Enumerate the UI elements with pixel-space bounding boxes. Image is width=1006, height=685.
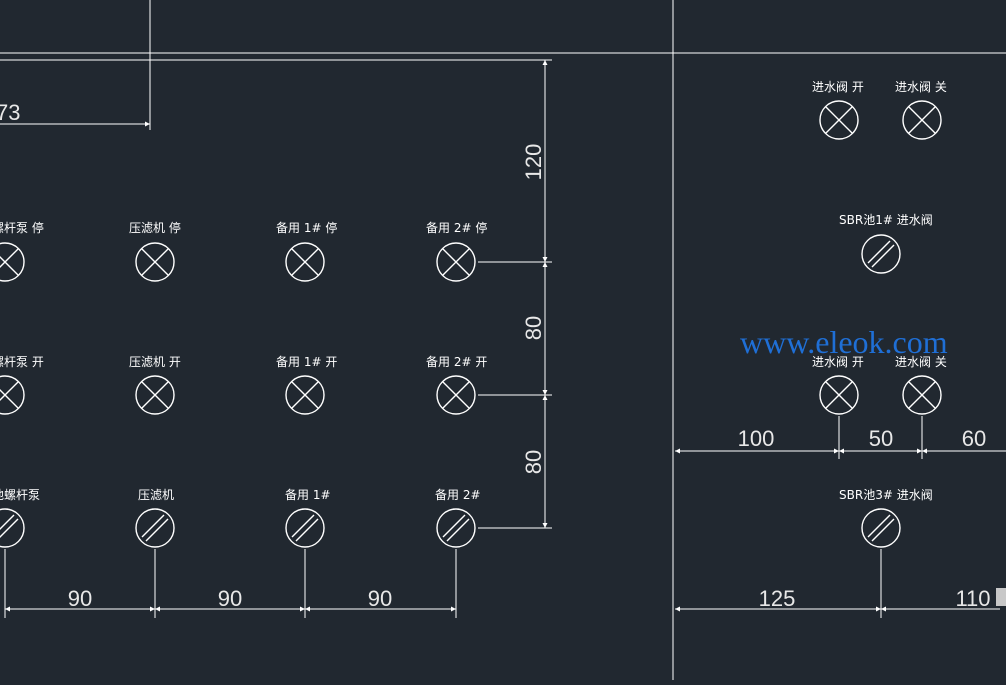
switch-row-device: 池螺杆泵 压滤机 备用 1# 备用 2#	[0, 488, 481, 548]
lamp-x-icon	[819, 375, 859, 415]
label-spare1-start: 备用 1# 开	[276, 355, 337, 369]
right-panel: 进水阀 开 进水阀 关 SBR池1# 进水阀 进水阀 开 进水阀 关 SBR池3…	[812, 80, 947, 548]
dim-text-90-a: 90	[68, 586, 92, 611]
vertical-scrollbar-thumb[interactable]	[996, 588, 1006, 606]
label-inlet-open-1: 进水阀 开	[812, 80, 864, 94]
label-filter-press-stop: 压滤机 停	[129, 220, 181, 235]
dim-text-110: 110	[955, 586, 990, 611]
vertical-dimensions	[478, 60, 552, 529]
lamp-x-icon	[436, 242, 476, 282]
dim-text-50: 50	[869, 426, 893, 451]
selector-switch-icon	[0, 508, 25, 548]
horizontal-dimensions-right	[675, 416, 1006, 618]
label-spare1: 备用 1#	[285, 488, 331, 502]
label-inlet-open-2: 进水阀 开	[812, 355, 864, 369]
label-spare2-stop: 备用 2# 停	[426, 220, 487, 235]
label-spare2-start: 备用 2# 开	[426, 355, 487, 369]
watermark-text: www.eleok.com	[740, 324, 948, 360]
label-spare1-stop: 备用 1# 停	[276, 220, 337, 235]
selector-switch-icon	[135, 508, 175, 548]
label-filter-press: 压滤机	[138, 488, 174, 502]
dim-text-90-b: 90	[218, 586, 242, 611]
dimension-73: 73	[0, 100, 150, 127]
label-screw-pump: 池螺杆泵	[0, 488, 40, 502]
lamp-x-icon	[819, 100, 859, 140]
dim-text-60: 60	[962, 426, 986, 451]
lamp-x-icon	[285, 242, 325, 282]
dim-text-73: 73	[0, 100, 20, 125]
dim-text-100: 100	[738, 426, 775, 451]
lamp-x-icon	[436, 375, 476, 415]
dim-text-80-a: 80	[521, 316, 546, 340]
dim-text-125: 125	[759, 586, 796, 611]
label-inlet-close-2: 进水阀 关	[895, 355, 947, 369]
label-sbr3-inlet: SBR池3# 进水阀	[839, 488, 933, 502]
label-sbr1-inlet: SBR池1# 进水阀	[839, 213, 933, 227]
lamp-x-icon	[285, 375, 325, 415]
dim-text-80-b: 80	[521, 450, 546, 474]
selector-switch-icon	[285, 508, 325, 548]
horizontal-dimensions-left	[4, 549, 457, 618]
lamp-x-icon	[0, 242, 25, 282]
lamp-x-icon	[135, 375, 175, 415]
lamp-row-start: 螺杆泵 开 压滤机 开 备用 1# 开 备用 2# 开	[0, 355, 487, 415]
dim-text-90-c: 90	[368, 586, 392, 611]
label-filter-press-start: 压滤机 开	[129, 355, 181, 369]
label-screw-pump-stop: 螺杆泵 停	[0, 220, 44, 235]
lamp-x-icon	[135, 242, 175, 282]
label-spare2: 备用 2#	[435, 488, 481, 502]
selector-switch-icon	[861, 508, 901, 548]
label-inlet-close-1: 进水阀 关	[895, 80, 947, 94]
selector-switch-icon	[436, 508, 476, 548]
label-screw-pump-start: 螺杆泵 开	[0, 355, 44, 369]
lamp-row-stop: 螺杆泵 停 压滤机 停 备用 1# 停 备用 2# 停	[0, 220, 487, 282]
dim-text-120: 120	[521, 144, 546, 181]
lamp-x-icon	[902, 100, 942, 140]
selector-switch-icon	[861, 234, 901, 274]
lamp-x-icon	[902, 375, 942, 415]
lamp-x-icon	[0, 375, 25, 415]
